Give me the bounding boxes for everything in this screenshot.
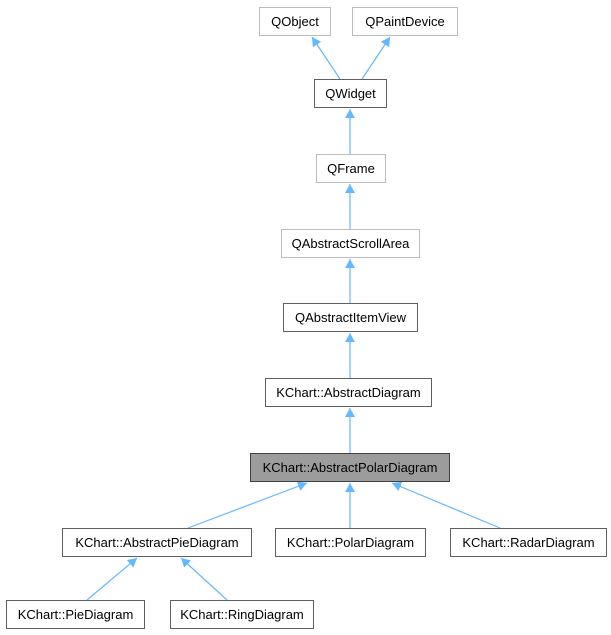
class-node-label: KChart::PieDiagram [17, 607, 134, 622]
class-node-qpaintdevice: QPaintDevice [352, 7, 458, 36]
class-node-kchart-ringdiagram[interactable]: KChart::RingDiagram [170, 600, 314, 629]
class-node-kchart-piediagram[interactable]: KChart::PieDiagram [6, 600, 145, 629]
class-node-qobject: QObject [259, 7, 331, 36]
edge-qwidget-qpaintdevice [361, 36, 391, 80]
class-node-qabstractscrollarea: QAbstractScrollArea [281, 229, 420, 258]
class-node-label: KChart::RadarDiagram [462, 535, 595, 550]
class-node-label: KChart::AbstractPieDiagram [75, 535, 239, 550]
edge-radardiagram-abstractpolardiagram [391, 481, 501, 529]
class-node-label: QPaintDevice [365, 14, 445, 29]
class-node-kchart-abstractpolardiagram-current: KChart::AbstractPolarDiagram [250, 453, 450, 482]
class-node-kchart-polardiagram[interactable]: KChart::PolarDiagram [275, 528, 426, 557]
class-node-kchart-abstractdiagram[interactable]: KChart::AbstractDiagram [265, 378, 432, 407]
class-node-qabstractitemview[interactable]: QAbstractItemView [283, 303, 418, 332]
class-node-label: QAbstractScrollArea [291, 236, 410, 251]
edge-qwidget-qobject [311, 36, 341, 80]
class-node-label: KChart::RingDiagram [180, 607, 304, 622]
class-node-label: QFrame [327, 161, 375, 176]
edge-piediagram-abstractpiediagram [86, 557, 138, 601]
class-node-qwidget[interactable]: QWidget [314, 79, 387, 108]
class-node-label: QAbstractItemView [294, 310, 407, 325]
class-node-kchart-abstractpiediagram[interactable]: KChart::AbstractPieDiagram [62, 528, 252, 557]
edge-abstractpiediagram-abstractpolardiagram [187, 481, 308, 529]
class-node-label: KChart::PolarDiagram [286, 535, 415, 550]
class-node-kchart-radardiagram[interactable]: KChart::RadarDiagram [450, 528, 607, 557]
edge-ringdiagram-abstractpiediagram [180, 557, 228, 601]
class-node-qframe: QFrame [316, 154, 386, 183]
class-node-label: KChart::AbstractDiagram [276, 385, 421, 400]
class-node-label: QObject [271, 14, 319, 29]
class-node-label: QWidget [325, 86, 376, 101]
class-node-label: KChart::AbstractPolarDiagram [262, 460, 438, 475]
